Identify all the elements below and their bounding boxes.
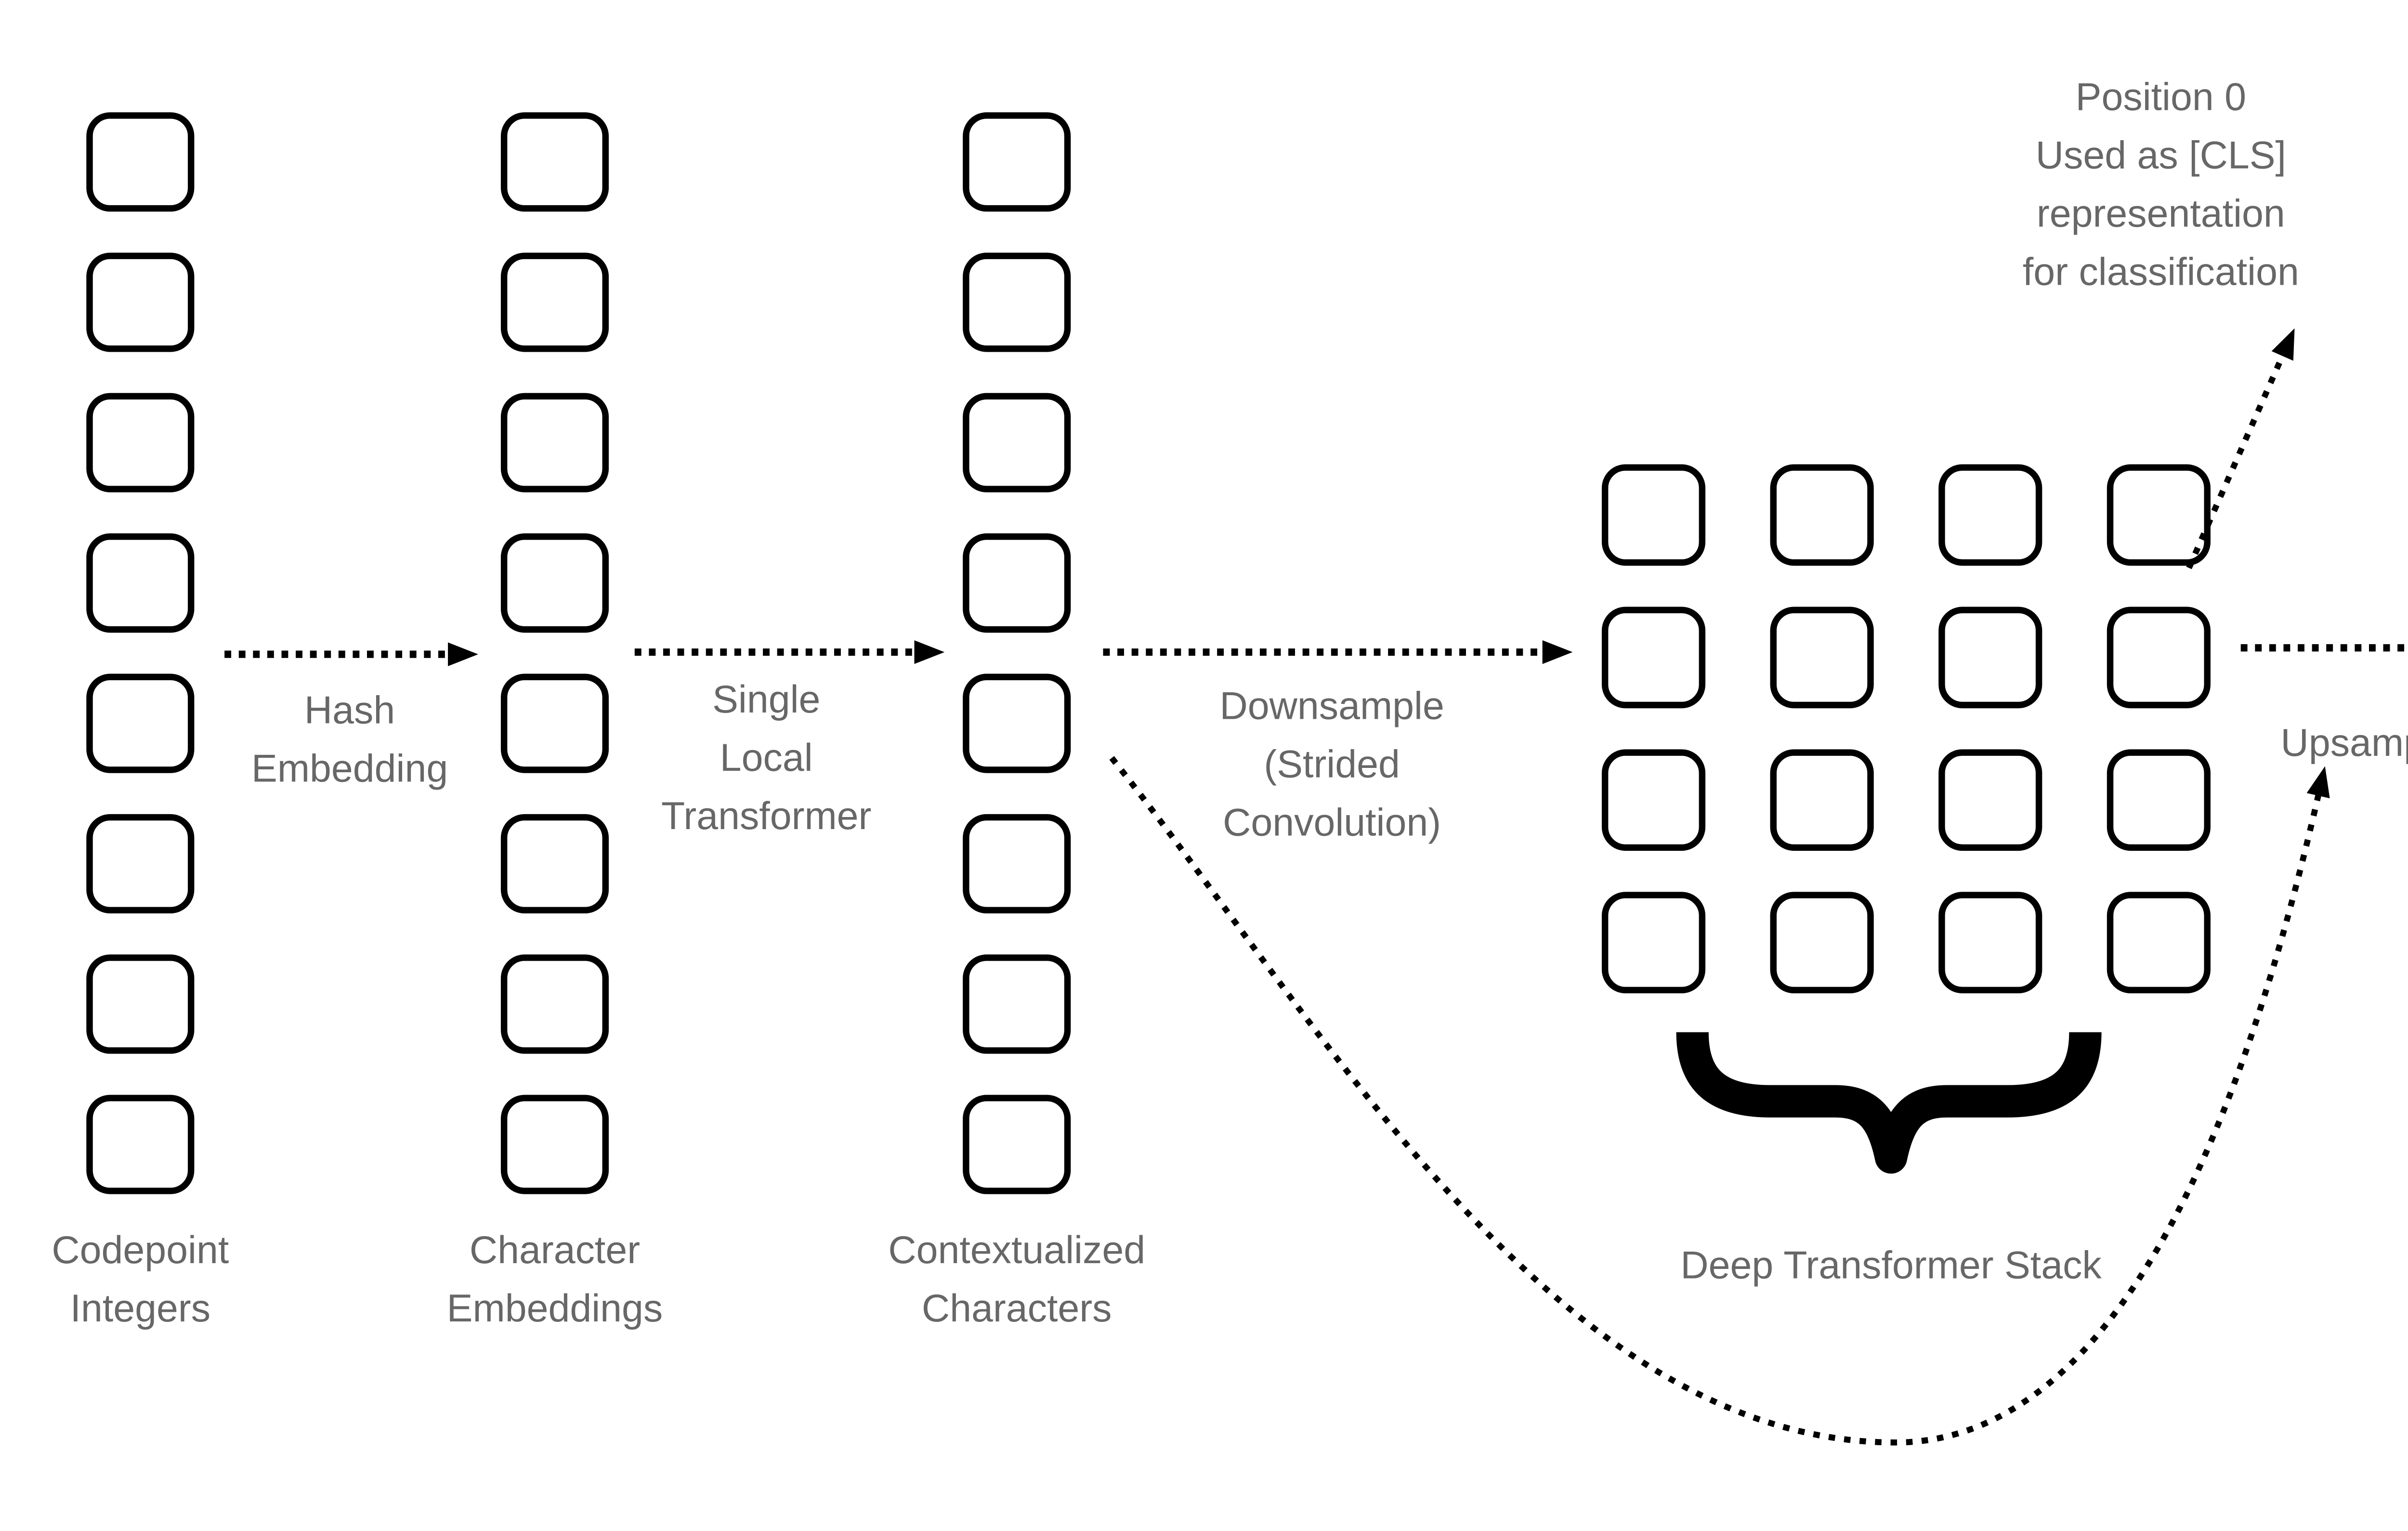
character-embedding-cell [500, 112, 609, 212]
codepoint-cell [86, 533, 195, 633]
codepoint-integers-label: Codepoint Integers [52, 1228, 229, 1331]
column-contextualized-characters: Contextualized Characters [888, 112, 1145, 1330]
downsampled-position-cell [1938, 464, 2042, 566]
character-embedding-cell [500, 814, 609, 914]
contextualized-character-cell [963, 814, 1071, 914]
downsampled-position-cell [1770, 464, 1874, 566]
hash-embedding-label: Hash Embedding [251, 688, 448, 791]
deep-transformer-grid [1601, 464, 2211, 993]
downsampled-position-cell [1938, 607, 2042, 709]
character-embedding-cell [500, 954, 609, 1054]
downsampled-position-cell [1770, 892, 1874, 993]
codepoint-cells [86, 112, 195, 1194]
cls-position-note: Position 0 Used as [CLS] representation … [2022, 75, 2299, 294]
codepoint-cell [86, 673, 195, 773]
character-embedding-cells [500, 112, 609, 1194]
downsampled-position-cell [2107, 607, 2211, 709]
downsampled-position-cell [2107, 892, 2211, 993]
contextualized-character-cell [963, 954, 1071, 1054]
codepoint-cell [86, 252, 195, 352]
downsampled-position-cell [1770, 749, 1874, 851]
deep-transformer-stack-label: Deep Transformer Stack [1680, 1243, 2102, 1287]
downsampled-position-cell [1601, 607, 1706, 709]
downsampled-position-cell [1938, 892, 2042, 993]
downsampled-position-cell [1601, 749, 1706, 851]
downsampled-position-cell [2107, 464, 2211, 566]
column-codepoint-integers: Codepoint Integers [52, 112, 229, 1330]
contextualized-character-cell [963, 252, 1071, 352]
contextualized-character-cell [963, 673, 1071, 773]
downsampled-position-cell [1770, 607, 1874, 709]
contextualized-character-cells [963, 112, 1071, 1194]
downsample-label: Downsample (Strided Convolution) [1219, 684, 1444, 845]
contextualized-characters-label: Contextualized Characters [888, 1228, 1146, 1331]
character-embedding-cell [500, 393, 609, 492]
codepoint-cell [86, 814, 195, 914]
upsampling-label: Upsampling [2280, 721, 2408, 765]
deep-transformer-stack-brace [1676, 1031, 2102, 1174]
contextualized-character-cell [963, 112, 1071, 212]
character-embeddings-label: Character Embeddings [446, 1228, 663, 1331]
codepoint-cell [86, 393, 195, 492]
codepoint-cell [86, 1095, 195, 1194]
downsampled-position-cell [1601, 464, 1706, 566]
character-embedding-cell [500, 252, 609, 352]
single-local-transformer-label: Single Local Transformer [661, 678, 872, 838]
character-embedding-cell [500, 673, 609, 773]
contextualized-character-cell [963, 533, 1071, 633]
downsampled-position-cell [1938, 749, 2042, 851]
column-character-embeddings: Character Embeddings [447, 112, 663, 1330]
codepoint-cell [86, 954, 195, 1054]
downsampled-position-cell [2107, 749, 2211, 851]
contextualized-character-cell [963, 393, 1071, 492]
contextualized-character-cell [963, 1095, 1071, 1194]
codepoint-cell [86, 112, 195, 212]
character-embedding-cell [500, 533, 609, 633]
character-embedding-cell [500, 1095, 609, 1194]
downsampled-position-cell [1601, 892, 1706, 993]
